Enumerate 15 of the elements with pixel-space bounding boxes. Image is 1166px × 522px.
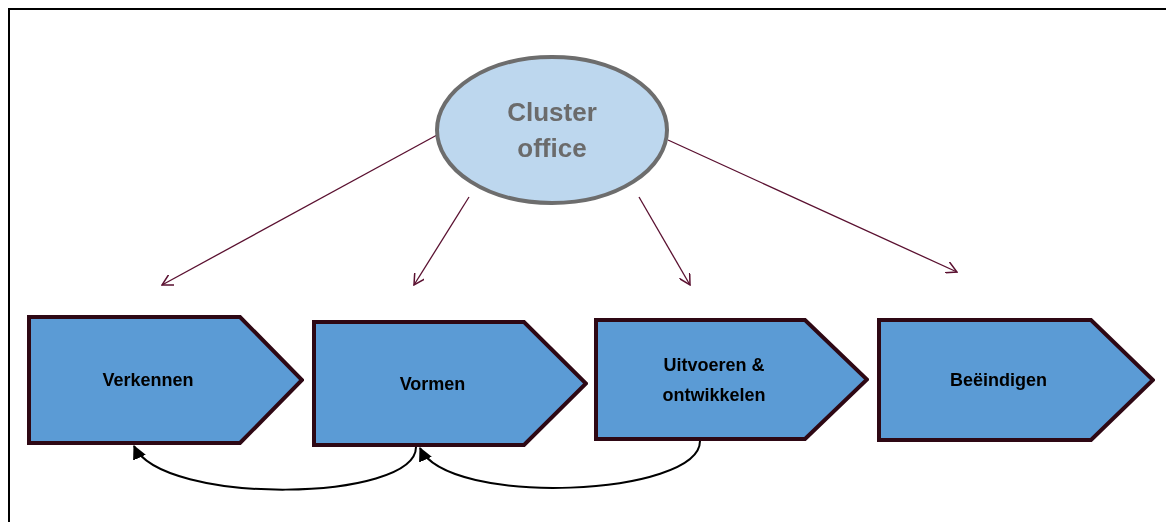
arrow [667, 139, 958, 274]
chevron-step [594, 318, 869, 441]
node-label: Cluster office [506, 96, 598, 165]
chevron-step [27, 315, 304, 445]
chevron-step [312, 320, 588, 447]
ellipse-node [435, 55, 669, 205]
arrow [419, 440, 701, 489]
node-label: Uitvoeren & ontwikkelen [661, 353, 767, 407]
arrow [413, 196, 470, 286]
node-label: Beëindigen [949, 369, 1048, 392]
node-label: Verkennen [101, 369, 195, 392]
arrow [638, 196, 691, 286]
chevron-step [877, 318, 1155, 442]
arrow [133, 445, 417, 491]
node-label: Vormen [398, 372, 467, 396]
